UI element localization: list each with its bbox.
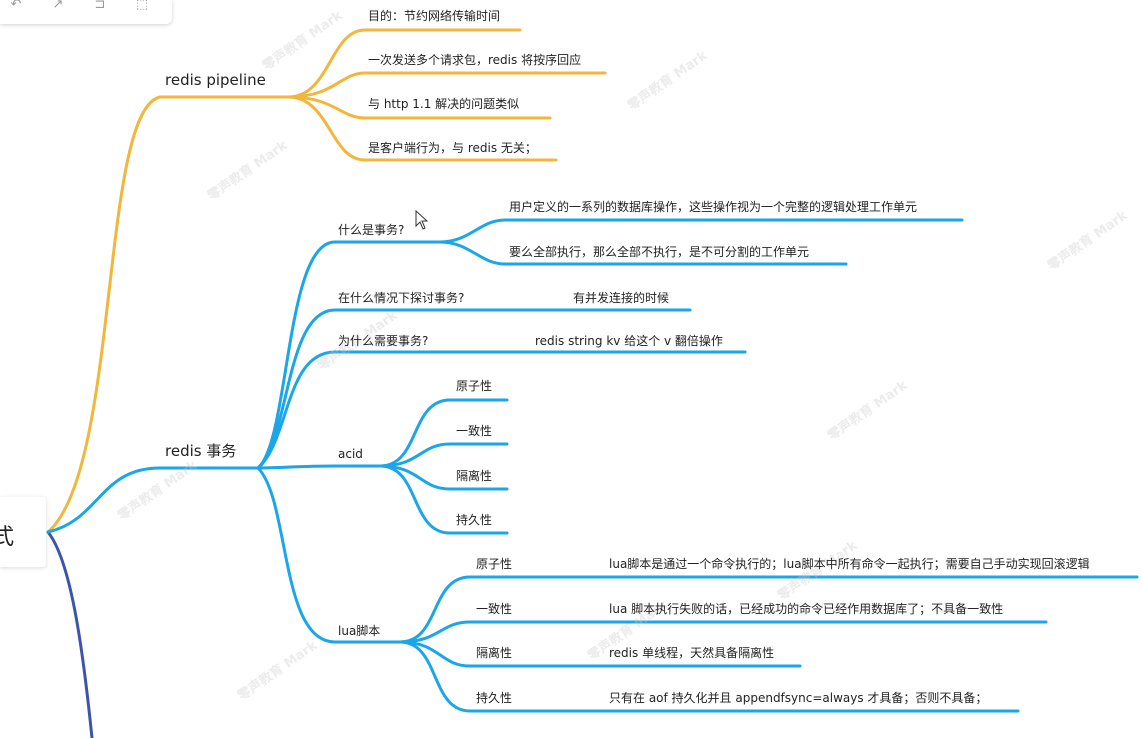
node-what-is-transaction[interactable]: 什么是事务? <box>338 223 405 237</box>
node-why-transaction[interactable]: 为什么需要事务? <box>338 334 429 348</box>
lua-item-answer[interactable]: lua 脚本执行失败的话，已经成功的命令已经作用数据库了；不具备一致性 <box>609 602 1004 616</box>
acid-item[interactable]: 原子性 <box>456 379 493 393</box>
what-item[interactable]: 要么全部执行，那么全部不执行，是不可分割的工作单元 <box>509 245 810 259</box>
toolbar: ↶ ↗ ⊐ ⬚ <box>0 0 172 24</box>
pipeline-branches <box>46 28 607 534</box>
lua-item-label[interactable]: 原子性 <box>476 557 513 571</box>
mouse-cursor-icon <box>415 210 429 230</box>
when-answer[interactable]: 有并发连接的时候 <box>573 291 670 305</box>
transaction-trunk <box>46 466 260 534</box>
fit-icon[interactable]: ⬚ <box>135 0 149 12</box>
pipeline-item[interactable]: 目的：节约网络传输时间 <box>368 9 501 23</box>
lua-item-label[interactable]: 持久性 <box>476 691 513 705</box>
node-acid[interactable]: acid <box>338 447 363 461</box>
what-item[interactable]: 用户定义的一系列的数据库操作，这些操作视为一个完整的逻辑处理工作单元 <box>509 200 918 214</box>
undo-icon[interactable]: ↶ <box>10 0 22 12</box>
pipeline-item[interactable]: 一次发送多个请求包，redis 将按序回应 <box>368 53 582 67</box>
acid-item[interactable]: 一致性 <box>456 424 493 438</box>
pipeline-item[interactable]: 与 http 1.1 解决的问题类似 <box>368 97 520 111</box>
pipeline-item[interactable]: 是客户端行为，与 redis 无关； <box>368 141 537 155</box>
node-when-transaction[interactable]: 在什么情况下探讨事务? <box>338 291 465 305</box>
lua-item-answer[interactable]: redis 单线程，天然具备隔离性 <box>609 646 775 660</box>
why-answer[interactable]: redis string kv 给这个 v 翻倍操作 <box>535 334 723 348</box>
node-lua-script[interactable]: lua脚本 <box>338 624 381 638</box>
pipeline-trunk <box>46 95 290 534</box>
node-redis-transaction[interactable]: redis 事务 <box>165 442 237 460</box>
acid-item[interactable]: 持久性 <box>456 513 493 527</box>
root-label: 式 <box>0 525 15 550</box>
node-redis-pipeline[interactable]: redis pipeline <box>165 71 266 89</box>
lua-item-label[interactable]: 一致性 <box>476 602 513 616</box>
lua-item-answer[interactable]: 只有在 aof 持久化并且 appendfsync=always 才具备；否则不… <box>609 691 988 705</box>
arrow-icon[interactable]: ↗ <box>52 0 64 12</box>
root-down-branch <box>46 530 94 738</box>
acid-item[interactable]: 隔离性 <box>456 469 493 483</box>
lua-item-answer[interactable]: lua脚本是通过一个命令执行的；lua脚本中所有命令一起执行；需要自己手动实现回… <box>609 557 1090 571</box>
lua-item-label[interactable]: 隔离性 <box>476 646 513 660</box>
transaction-branches <box>46 218 1139 713</box>
root-node[interactable]: 式 <box>0 497 46 567</box>
layout-icon[interactable]: ⊐ <box>94 0 106 12</box>
